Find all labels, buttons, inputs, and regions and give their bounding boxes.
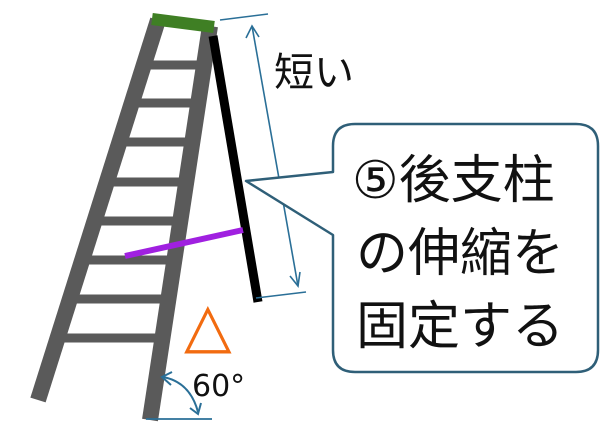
dimension-arrow-bottom xyxy=(289,271,301,288)
dimension-tick-top xyxy=(219,13,269,21)
spreader-brace xyxy=(124,227,244,259)
angle-arc xyxy=(162,376,199,413)
ladder-rungs xyxy=(64,60,204,343)
angle-arrow-head-top xyxy=(160,371,173,386)
dimension-line xyxy=(251,25,299,287)
angle-indicator xyxy=(146,371,212,420)
callout-line-3: 固定する xyxy=(356,297,564,357)
callout-line-1: ⑤後支柱 xyxy=(352,151,555,211)
callout-bubble xyxy=(244,122,600,374)
dimension-tick-bottom xyxy=(255,291,307,299)
dimension-arrow-top xyxy=(245,24,260,39)
length-dimension xyxy=(219,13,307,299)
ladder-top-cap xyxy=(151,13,215,33)
rear-strut xyxy=(208,35,263,303)
callout-line-2: の伸縮を xyxy=(356,224,564,284)
callout-text: ⑤後支柱 の伸縮を 固定する xyxy=(352,151,564,357)
length-label: 短い xyxy=(274,50,354,96)
angle-arrow-head-bottom xyxy=(189,402,202,416)
angle-label: 60° xyxy=(192,369,245,404)
front-ladder xyxy=(30,13,218,422)
ladder-rail-left xyxy=(30,17,166,403)
warning-triangle-icon: △ xyxy=(184,288,232,361)
